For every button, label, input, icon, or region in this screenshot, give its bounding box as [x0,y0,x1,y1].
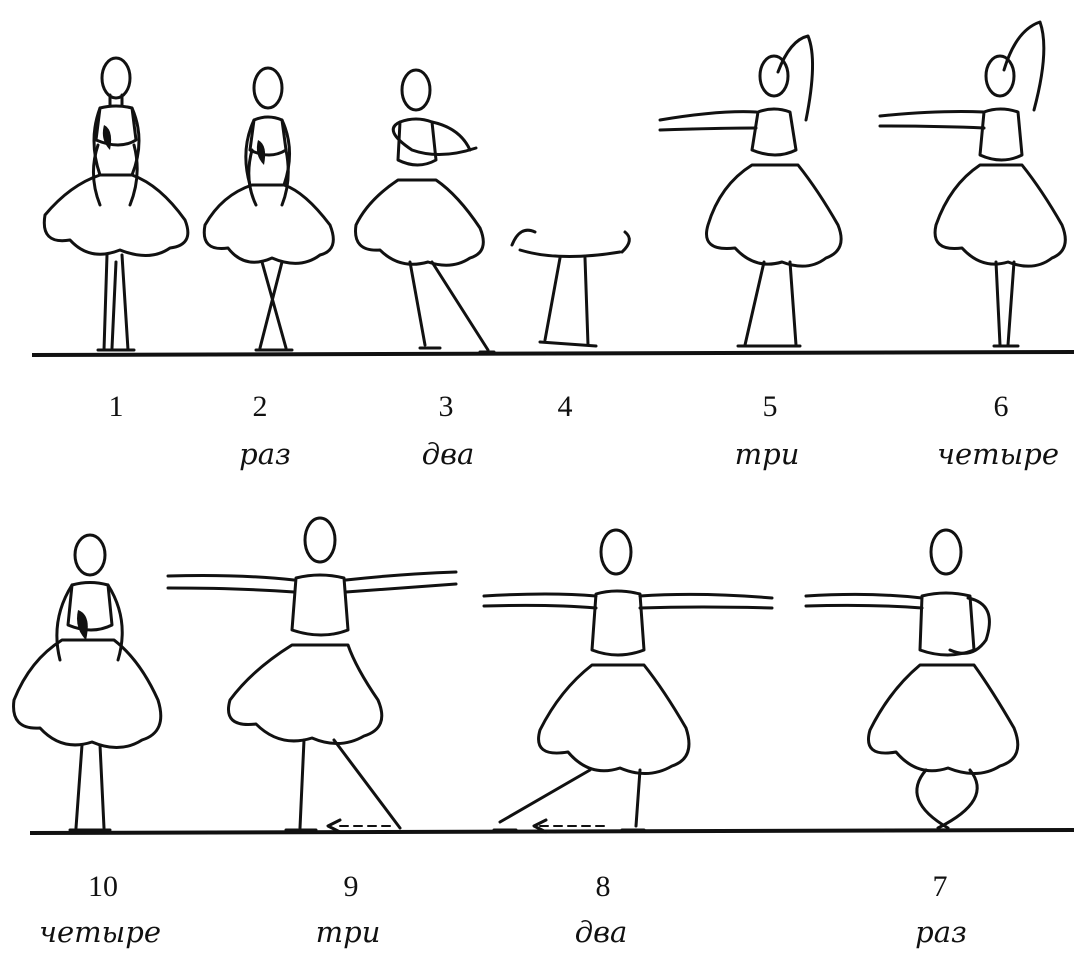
figure-number-6: 6 [986,392,1016,422]
dancer-figure-1 [44,58,188,350]
count-label-6: четыре [928,440,1068,469]
dancer-figure-2 [204,68,333,350]
count-label-9: три [298,918,398,947]
figure-number-5: 5 [755,392,785,422]
floor-line-bottom [30,830,1074,833]
figure-number-1: 1 [101,392,131,422]
dancer-figure-5 [660,36,841,346]
count-label-2: раз [230,440,300,469]
dancer-figure-3 [356,70,495,352]
dancer-figure-8 [484,530,772,832]
dancer-figure-7 [806,530,1018,830]
figure-number-2: 2 [245,392,275,422]
figure-number-8: 8 [588,872,618,902]
dancer-figure-10 [14,535,161,830]
floor-line-top [32,352,1074,355]
count-label-3: два [408,440,488,469]
dancer-figure-9 [168,518,456,832]
figure-number-10: 10 [78,872,128,902]
count-label-5: три [722,440,812,469]
figure-number-7: 7 [925,872,955,902]
figure-number-3: 3 [431,392,461,422]
count-label-10: четыре [20,918,180,947]
figure-number-4: 4 [550,392,580,422]
figure-number-9: 9 [336,872,366,902]
dancer-figure-4 [512,230,629,346]
count-label-7: раз [896,918,986,947]
dancer-figure-6 [880,22,1065,346]
count-label-8: два [556,918,646,947]
